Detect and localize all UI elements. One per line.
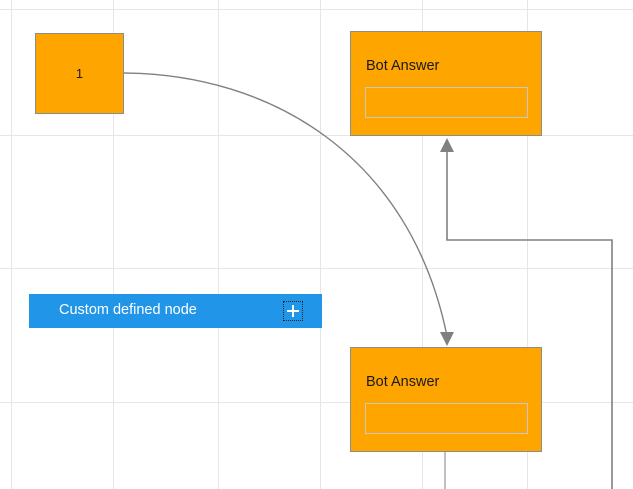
node-bot-answer-top[interactable]: Bot Answer [350, 31, 542, 136]
node-bot-answer-top-slot[interactable] [365, 87, 528, 118]
node-bot-answer-bottom[interactable]: Bot Answer [350, 347, 542, 452]
node-bot-answer-top-title: Bot Answer [366, 58, 440, 74]
arrowhead-up-icon [440, 138, 454, 152]
node-bot-answer-bottom-slot[interactable] [365, 403, 528, 434]
custom-defined-node-label: Custom defined node [59, 302, 197, 318]
connector-bot-answer-bottom-to-top [440, 138, 613, 489]
node-start[interactable]: 1 [35, 33, 124, 114]
plus-icon[interactable] [283, 301, 303, 321]
connector-start-to-bot-answer-bottom [123, 72, 454, 346]
node-bot-answer-bottom-title: Bot Answer [366, 374, 440, 390]
node-start-label: 1 [75, 66, 84, 81]
arrowhead-down-icon [440, 332, 454, 346]
custom-defined-node-button[interactable]: Custom defined node [29, 294, 322, 328]
